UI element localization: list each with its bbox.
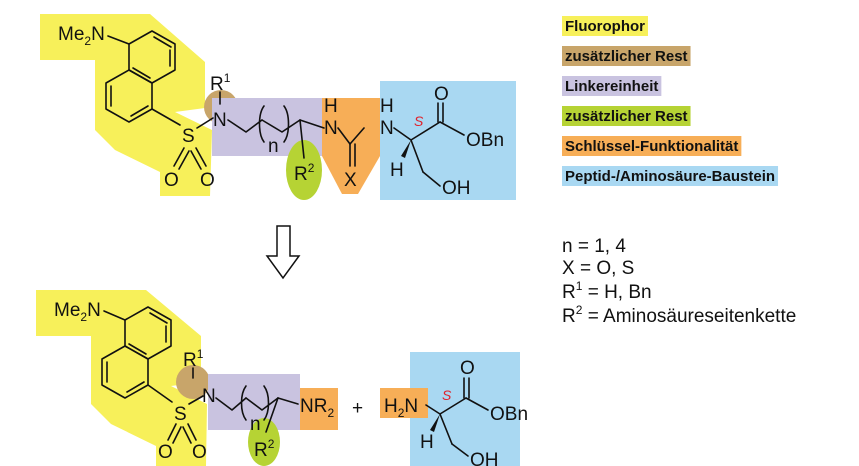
legend-swatch-linker xyxy=(562,76,662,96)
bottom-nr2-label: NR2 xyxy=(300,396,334,420)
legend: Fluorophor zusätzlicher Rest Linkereinhe… xyxy=(562,16,779,186)
bottom-r1-label: R1 xyxy=(183,347,204,371)
top-stereo-label: S xyxy=(414,113,424,129)
top-me2n-label: Me2N xyxy=(58,24,105,48)
bottom-amine-key-region xyxy=(380,388,428,418)
definition-x: X = O, S xyxy=(562,258,634,279)
top-r1-label: R1 xyxy=(210,71,231,95)
top-o-atom-left: O xyxy=(164,170,179,191)
top-molecule-bonds xyxy=(105,30,465,187)
legend-label-key: Schlüssel-Funktionalität xyxy=(565,138,738,155)
retro-arrow xyxy=(265,225,301,280)
legend-label-linker: Linkereinheit xyxy=(565,78,658,95)
legend-swatch-rest1 xyxy=(562,46,691,66)
bottom-o-atom-right: O xyxy=(192,442,207,463)
bottom-oh-label: OH xyxy=(470,450,499,466)
legend-swatch-peptide xyxy=(562,166,779,186)
legend-swatch-rest2 xyxy=(562,106,691,126)
definition-r1: R1 = H, Bn xyxy=(562,279,652,303)
top-carbonyl-o: O xyxy=(434,84,449,105)
top-h-right: H xyxy=(380,96,394,117)
top-r2-label: R2 xyxy=(294,161,315,185)
bottom-carbonyl-o: O xyxy=(460,358,475,379)
top-h-left: H xyxy=(324,96,338,117)
top-alpha-h: H xyxy=(390,160,404,181)
legend-label-peptide: Peptid-/Aminosäure-Baustein xyxy=(565,168,775,185)
definitions: n = 1, 4 X = O, S R1 = H, Bn R2 = Aminos… xyxy=(562,236,796,327)
bottom-o-atom-left: O xyxy=(158,442,173,463)
top-oh-label: OH xyxy=(442,178,471,199)
top-n-left: N xyxy=(324,118,338,139)
legend-swatch-fluorophor xyxy=(562,16,648,36)
bottom-n-index: n xyxy=(250,414,261,435)
legend-label-fluorophor: Fluorophor xyxy=(565,18,645,35)
bottom-r2-label: R2 xyxy=(254,437,275,461)
top-peptide-region xyxy=(380,81,516,200)
bottom-obn-label: OBn xyxy=(490,404,528,425)
definition-n: n = 1, 4 xyxy=(562,236,626,257)
bottom-peptide-region xyxy=(410,352,520,466)
legend-label-rest2: zusätzlicher Rest xyxy=(565,108,688,125)
legend-swatch-key xyxy=(562,136,742,156)
top-s-atom: S xyxy=(182,126,195,147)
plus-sign: + xyxy=(352,398,363,419)
bottom-n-sulfonamide: N xyxy=(202,386,216,407)
bottom-right-molecule-bonds xyxy=(425,377,489,457)
top-fluorophor-region xyxy=(40,14,212,196)
bottom-rest2-region xyxy=(248,418,280,466)
bottom-linker-region xyxy=(208,374,300,430)
top-o-atom-right: O xyxy=(200,170,215,191)
bottom-rest1-region xyxy=(176,365,210,399)
bottom-fluorophor-region xyxy=(36,290,207,466)
top-n-index: n xyxy=(268,136,279,157)
bottom-alpha-h: H xyxy=(420,432,434,453)
bottom-left-molecule-bonds xyxy=(101,306,299,444)
bottom-h2n-label: H2N xyxy=(384,396,418,420)
top-key-region xyxy=(322,98,380,194)
definition-r2: R2 = Aminosäureseitenkette xyxy=(562,303,796,327)
legend-label-rest1: zusätzlicher Rest xyxy=(565,48,688,65)
top-obn-label: OBn xyxy=(466,130,504,151)
bottom-s-atom: S xyxy=(174,404,187,425)
top-rest2-region xyxy=(286,140,322,200)
top-n-sulfonamide: N xyxy=(213,110,227,131)
top-n-right: N xyxy=(380,118,394,139)
bottom-key-region xyxy=(300,388,338,430)
bottom-me2n-label: Me2N xyxy=(54,300,101,324)
top-x-label: X xyxy=(344,170,357,191)
bottom-stereo-label: S xyxy=(442,387,452,403)
